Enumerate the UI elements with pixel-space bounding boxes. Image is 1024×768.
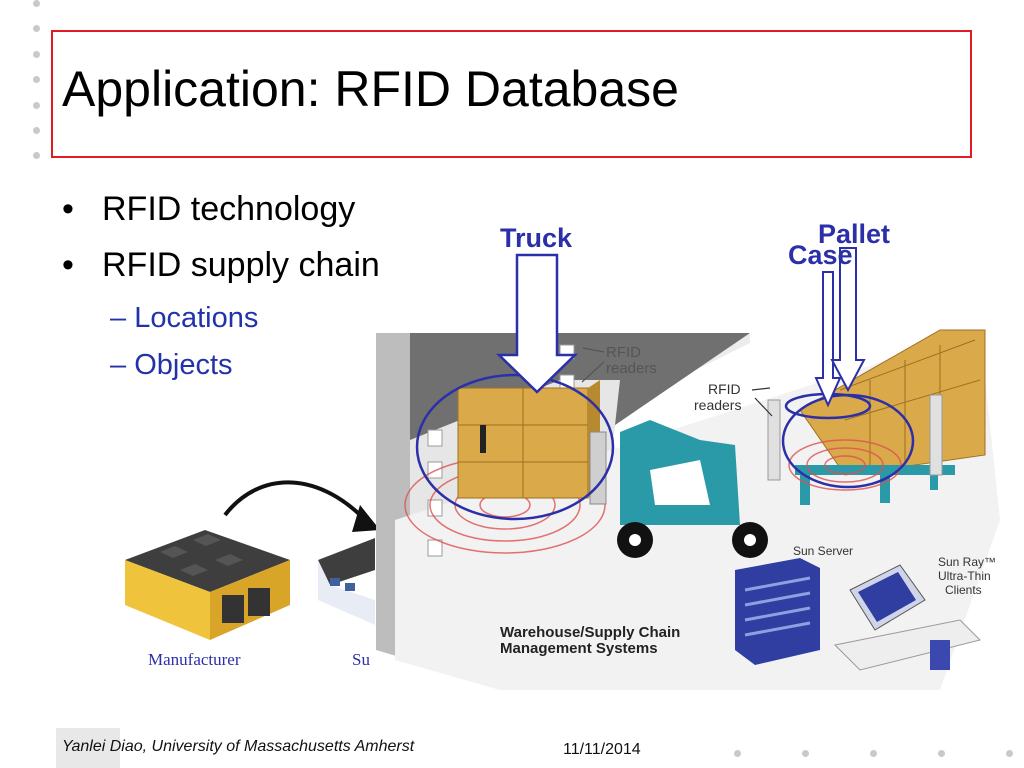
dot [33,0,40,7]
rfid-reader-antenna [767,399,781,481]
dot [802,750,809,757]
dot [33,25,40,32]
sun-ray-label-1: Sun Ray™ [938,555,996,569]
dot [870,750,877,757]
dot [33,127,40,134]
wms-label-1: Warehouse/Supply Chain [500,624,680,641]
case-annotation: Case [788,240,853,270]
dot [938,750,945,757]
rf-waves-pallet [788,439,902,491]
dot [1006,750,1013,757]
decorative-dots-left [30,0,44,170]
bullet-list: •RFID technology •RFID supply chain – Lo… [62,192,380,398]
truck-highlight-ellipse [415,373,615,521]
dot [33,102,40,109]
sub-bullet-text: Locations [134,302,259,334]
manufacturer-label: Manufacturer [148,650,241,669]
forklift [589,420,768,558]
slide-title: Application: RFID Database [62,61,679,117]
bullet-item: •RFID supply chain [62,246,380,284]
dot [33,51,40,58]
sun-ray-label-2: Ultra-Thin [938,569,991,583]
bullet-item: •RFID technology [62,190,356,228]
dot [33,76,40,83]
footer-date: 11/11/2014 [563,741,641,758]
truck-arrow [495,253,579,394]
thin-client [833,564,981,671]
sub-bullet-item: – Locations [110,302,259,334]
bullet-text: RFID technology [102,190,356,228]
decorative-dots-bottom [730,750,1020,760]
case-arrow [814,271,842,408]
sun-server-label: Sun Server [793,544,853,558]
manufacturer-building [125,530,290,640]
pallet-annotation: Pallet [818,219,890,249]
supplier-label: Su [352,650,370,669]
footer-author: Yanlei Diao, University of Massachusetts… [62,738,415,755]
wms-label-2: Management Systems [500,640,658,657]
rfid-readers-label-2-line2: readers [694,397,741,413]
sun-ray-label-3: Clients [945,583,982,597]
rfid-readers-label-1-line1: RFID [606,344,641,361]
footer-accent [56,728,120,768]
flow-arrow [223,480,372,527]
dot [734,750,741,757]
rfid-reader-antenna [929,394,943,476]
flow-arrowhead [352,505,380,532]
truck-annotation: Truck [500,223,573,253]
truck-boxes [457,380,600,499]
sun-server [735,558,820,665]
supplier-building [318,538,375,625]
pallet-arrow [830,247,866,393]
title-frame [51,30,972,158]
bullet-text: RFID supply chain [102,246,380,284]
sub-bullet-text: Objects [134,349,233,381]
rfid-readers-label-1-line2: readers [606,360,657,377]
rfid-readers-label-2-line1: RFID [708,381,741,397]
sub-bullet-item: – Objects [110,349,233,381]
dot [33,152,40,159]
